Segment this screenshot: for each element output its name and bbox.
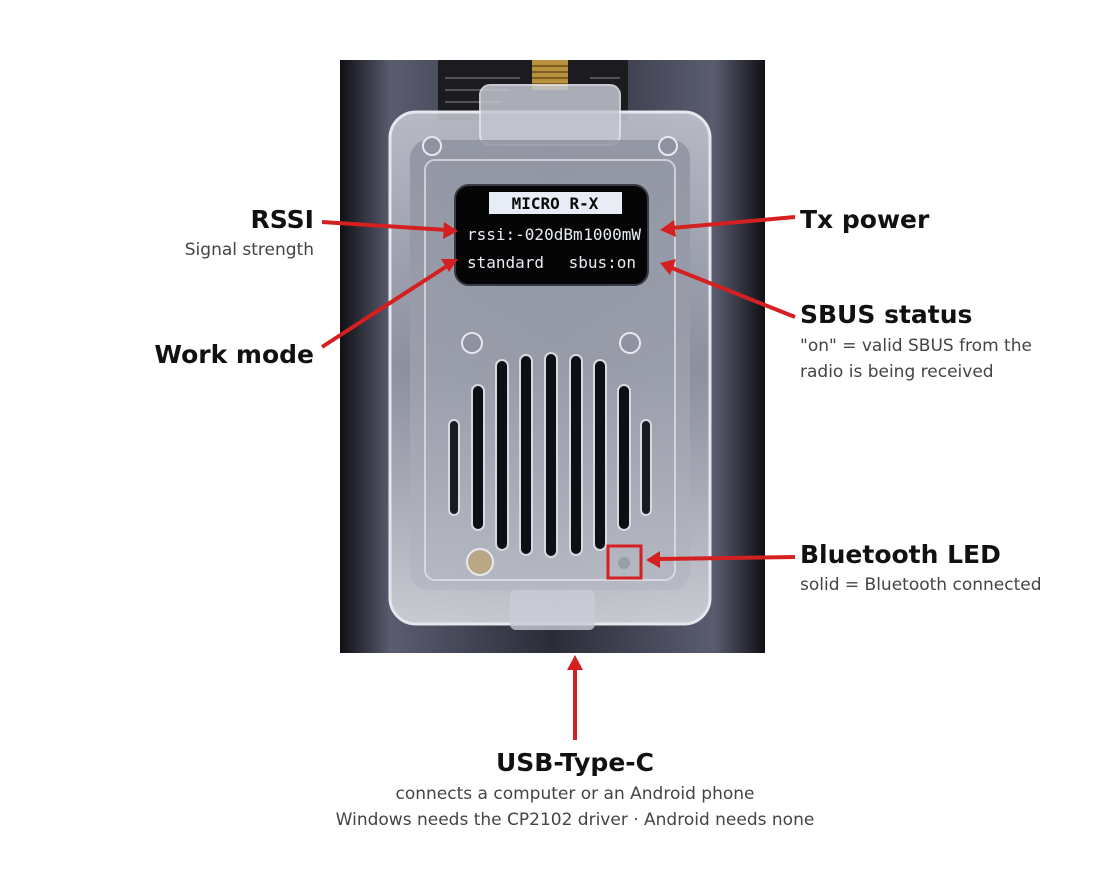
oled-header-bar bbox=[489, 192, 622, 214]
bluetooth-led-description: solid = Bluetooth connected bbox=[800, 575, 1042, 595]
oled-mode-reading: standard bbox=[467, 253, 544, 272]
screw-icon bbox=[658, 136, 678, 156]
callout-arrows bbox=[320, 215, 796, 740]
screw-icon bbox=[461, 332, 483, 354]
screw-icon bbox=[422, 136, 442, 156]
sbus-status-title: SBUS status bbox=[800, 300, 973, 329]
screw-icon bbox=[619, 332, 641, 354]
tx-power-title: Tx power bbox=[800, 205, 930, 234]
oled-sbus-reading: sbus:on bbox=[569, 253, 636, 272]
usb-port-area bbox=[510, 590, 595, 630]
bluetooth-led-highlight bbox=[606, 544, 643, 580]
oled-rssi-reading: rssi:-020dBm bbox=[467, 225, 583, 244]
usb-description-line2: Windows needs the CP2102 driver · Androi… bbox=[335, 810, 815, 830]
sbus-description-line2: radio is being received bbox=[800, 362, 994, 382]
screw-icon bbox=[466, 548, 494, 576]
cooling-vents bbox=[448, 352, 652, 558]
sbus-description-line1: "on" = valid SBUS from the bbox=[800, 336, 1032, 356]
rssi-description: Signal strength bbox=[184, 240, 314, 260]
bluetooth-led bbox=[618, 557, 630, 569]
usb-description-line1: connects a computer or an Android phone bbox=[395, 784, 755, 804]
oled-header: MICRO R-X bbox=[512, 194, 599, 213]
usb-title: USB-Type-C bbox=[495, 748, 655, 777]
rssi-title: RSSI bbox=[250, 205, 314, 234]
work-mode-title: Work mode bbox=[154, 340, 314, 369]
oled-power-reading: 1000mW bbox=[583, 225, 641, 244]
bluetooth-led-title: Bluetooth LED bbox=[800, 540, 1001, 569]
